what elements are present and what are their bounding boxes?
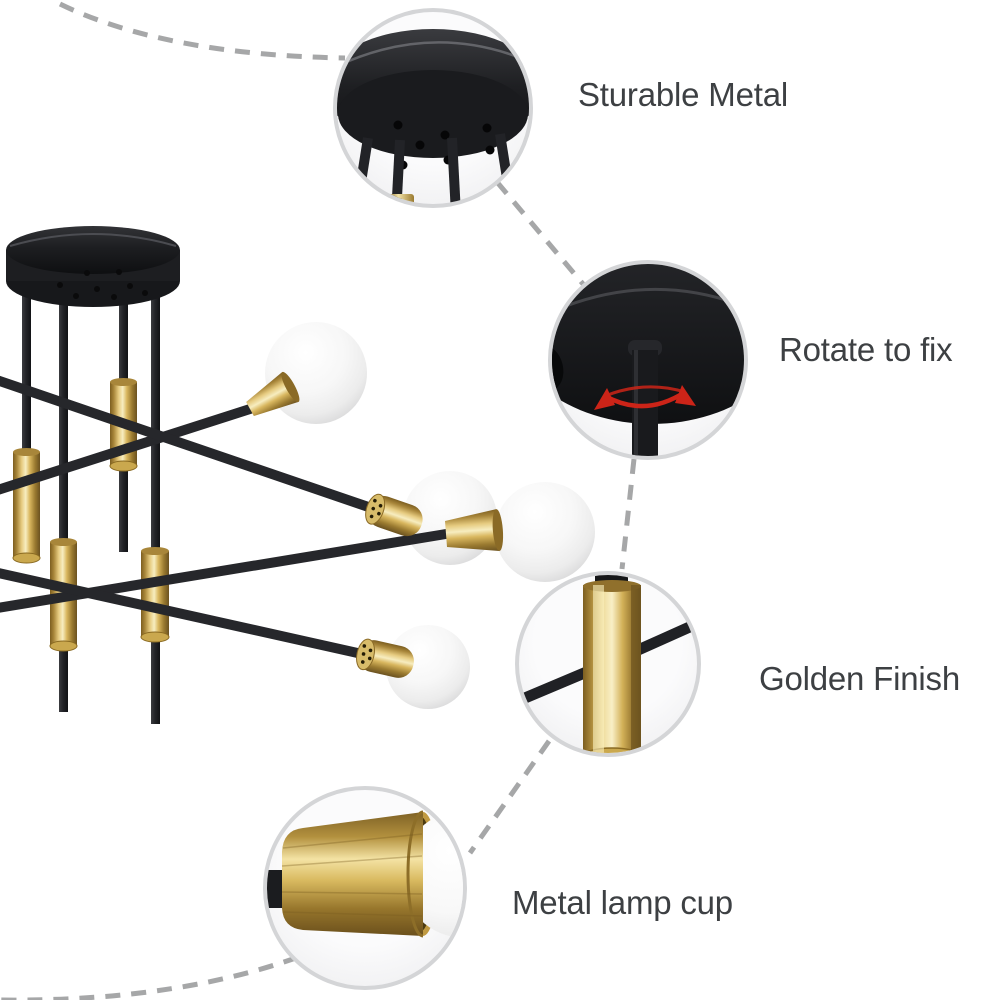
callout-label-sturable-metal: Sturable Metal — [578, 76, 788, 113]
lamp-arms — [0, 375, 451, 663]
callout-circle-rotate-to-fix — [548, 260, 748, 460]
capsule-socket — [356, 638, 414, 678]
callout-connectors — [0, 1, 637, 1000]
callout-label-golden-finish: Golden Finish — [759, 660, 961, 697]
callout-label-metal-lamp-cup: Metal lamp cup — [512, 884, 733, 921]
rotation-arrow-icon — [594, 385, 696, 410]
bulb — [265, 322, 367, 424]
canopy-holes — [57, 269, 148, 300]
gold-cylinder-icon — [519, 575, 697, 753]
bulb — [386, 625, 470, 709]
callout-circle-metal-lamp-cup — [263, 786, 467, 990]
ceiling-canopy — [6, 226, 180, 307]
gold-lamp-cup-icon — [267, 810, 463, 938]
ceiling-canopy-underside-icon — [337, 29, 529, 204]
gold-sockets — [246, 371, 504, 678]
callout-label-rotate-to-fix: Rotate to fix — [779, 331, 953, 368]
callout-circle-golden-finish — [515, 571, 701, 757]
cone-socket — [445, 509, 504, 551]
callout-circle-sturable-metal — [333, 8, 533, 208]
connector-3-4 — [467, 739, 552, 855]
drop-rods — [22, 272, 160, 724]
chandelier — [0, 226, 595, 724]
bulb — [495, 482, 595, 582]
connector-top-left — [58, 1, 346, 61]
cone-socket — [246, 371, 300, 417]
brushed-metal-lines — [281, 833, 423, 917]
connector-2-3 — [619, 458, 637, 570]
connector-bottom-left — [0, 945, 323, 1000]
canopy-rod-rotation-icon — [552, 264, 744, 456]
connector-1-2 — [495, 180, 585, 286]
capsule-socket — [365, 493, 423, 537]
